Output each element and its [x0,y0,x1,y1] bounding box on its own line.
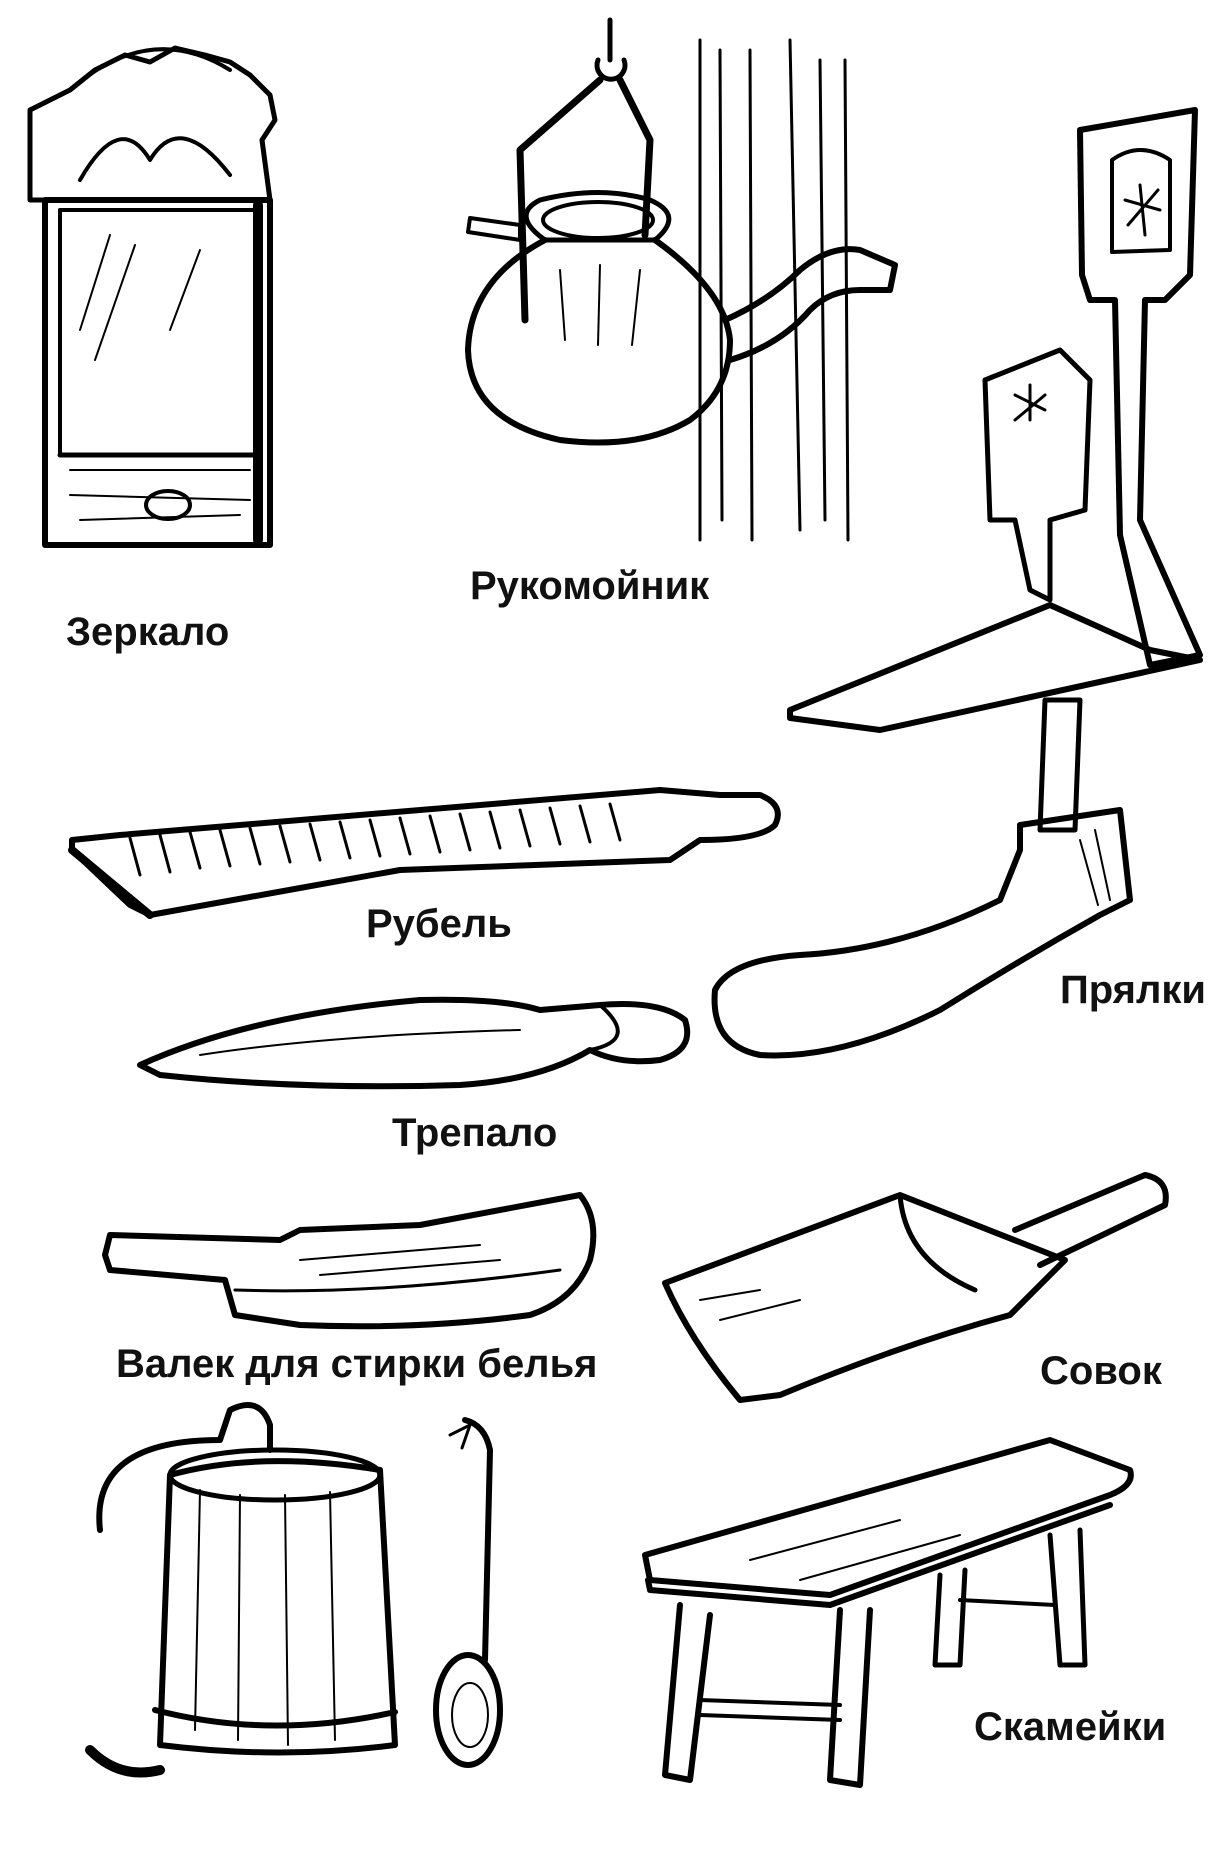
label-trepalo: Трепало [392,1111,558,1155]
label-mirror: Зеркало [66,610,230,654]
label-spinning-wheels: Прялки [1060,968,1207,1012]
trepalo-drawing [137,996,691,1090]
label-rubel: Рубель [366,902,512,946]
washstand-drawing [465,17,898,542]
washing-beater-drawing [102,1192,597,1330]
rubel-drawing [68,787,781,919]
bench-drawing [642,1437,1134,1788]
label-washstand: Рукомойник [470,564,710,608]
label-scoop: Совок [1040,1349,1162,1393]
mirror-drawing [27,45,278,548]
spinning-wheels-drawing [711,107,1203,1059]
label-washing-beater: Валек для стирки белья [116,1342,598,1386]
bucket-drawing [85,1402,398,1778]
ladle-drawing [433,1417,503,1768]
label-benches: Скамейки [974,1705,1167,1749]
scoop-drawing [662,1172,1169,1403]
